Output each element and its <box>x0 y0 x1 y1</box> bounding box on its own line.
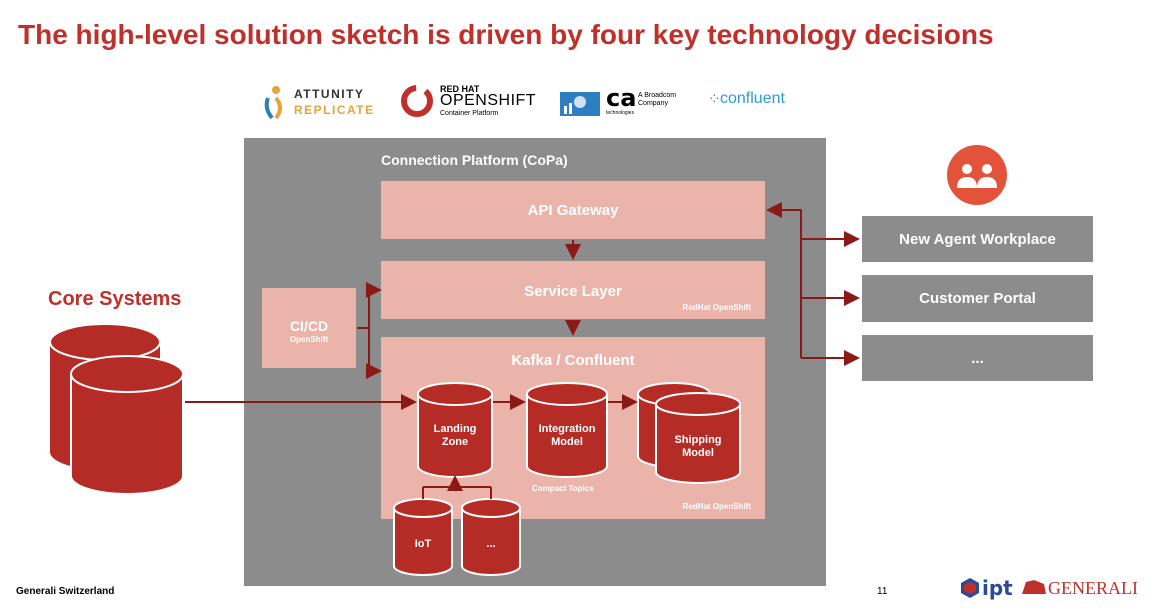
cicd-title: CI/CD <box>289 318 329 334</box>
landing-line-1: Landing <box>433 423 477 435</box>
integration-model-label: Integration Model <box>527 423 607 449</box>
shipping-line-2: Model <box>682 447 714 459</box>
footer-company: Generali Switzerland <box>16 586 115 597</box>
shipping-line-1: Shipping <box>674 434 722 446</box>
confluent-icon: ⁘ <box>708 91 721 108</box>
landing-zone-label: Landing Zone <box>418 423 492 449</box>
connection-platform-label: Connection Platform (CoPa) <box>381 152 568 168</box>
compact-topics-label: Compact Topics <box>532 484 594 493</box>
api-gateway-box: API Gateway <box>381 181 765 239</box>
page-number: 11 <box>877 586 888 597</box>
redhat-sub: Container Platform <box>440 110 499 117</box>
redhat-openshift-logo: RED HAT OPENSHIFT Container Platform <box>400 82 540 122</box>
redhat-top: RED HAT <box>440 84 480 94</box>
attunity-top: ATTUNITY <box>294 87 365 101</box>
cicd-sub: OpenShift <box>289 335 329 344</box>
redhat-mid: OPENSHIFT <box>440 92 537 109</box>
service-layer-label: Service Layer <box>524 283 622 300</box>
shipping-model-label: Shipping Model <box>656 434 740 460</box>
openshift-icon <box>401 85 433 117</box>
ca-logo: ca technologies A Broadcom Company <box>560 84 690 120</box>
users-icon <box>947 145 1007 205</box>
confluent-logo: ⁘ confluent <box>708 90 818 112</box>
ca-apm-icon <box>560 92 600 116</box>
service-layer-note: RedHat OpenShift <box>682 303 751 312</box>
kafka-note: RedHat OpenShift <box>682 502 751 511</box>
integration-line-1: Integration <box>538 423 596 435</box>
ca-sub: technologies <box>606 110 635 116</box>
ipt-mark-icon <box>961 578 979 598</box>
integration-line-2: Model <box>551 436 583 448</box>
consumer-label: New Agent Workplace <box>899 230 1056 248</box>
ipt-logo-text: ipt <box>982 576 1013 600</box>
kafka-label: Kafka / Confluent <box>511 352 635 369</box>
more-sources-label: ... <box>486 538 496 550</box>
consumer-label: ... <box>971 349 984 367</box>
core-systems-db-front <box>70 355 184 495</box>
landing-line-2: Zone <box>441 436 469 448</box>
more-consumers-box: ... <box>862 335 1093 381</box>
generali-logo-text: GENERALI <box>1048 578 1138 598</box>
attunity-logo: ATTUNITY REPLICATE <box>262 84 377 124</box>
api-gateway-label: API Gateway <box>527 201 619 219</box>
new-agent-workplace-box: New Agent Workplace <box>862 216 1093 262</box>
cicd-box: CI/CD OpenShift <box>262 288 356 368</box>
page-title: The high-level solution sketch is driven… <box>18 19 994 50</box>
ca-main: ca <box>606 84 637 112</box>
generali-lion-icon <box>1022 580 1046 594</box>
core-systems-db-back <box>49 323 161 470</box>
attunity-icon <box>264 86 282 120</box>
core-systems-label: Core Systems <box>48 288 182 310</box>
consumer-label: Customer Portal <box>919 290 1036 307</box>
confluent-text: confluent <box>720 90 785 107</box>
service-layer-box: Service Layer RedHat OpenShift <box>381 261 765 319</box>
attunity-bottom: REPLICATE <box>294 103 375 117</box>
ca-right-2: Company <box>638 100 668 107</box>
iot-label: IoT <box>414 538 432 550</box>
customer-portal-box: Customer Portal <box>862 275 1093 322</box>
ca-right-1: A Broadcom <box>638 92 677 99</box>
